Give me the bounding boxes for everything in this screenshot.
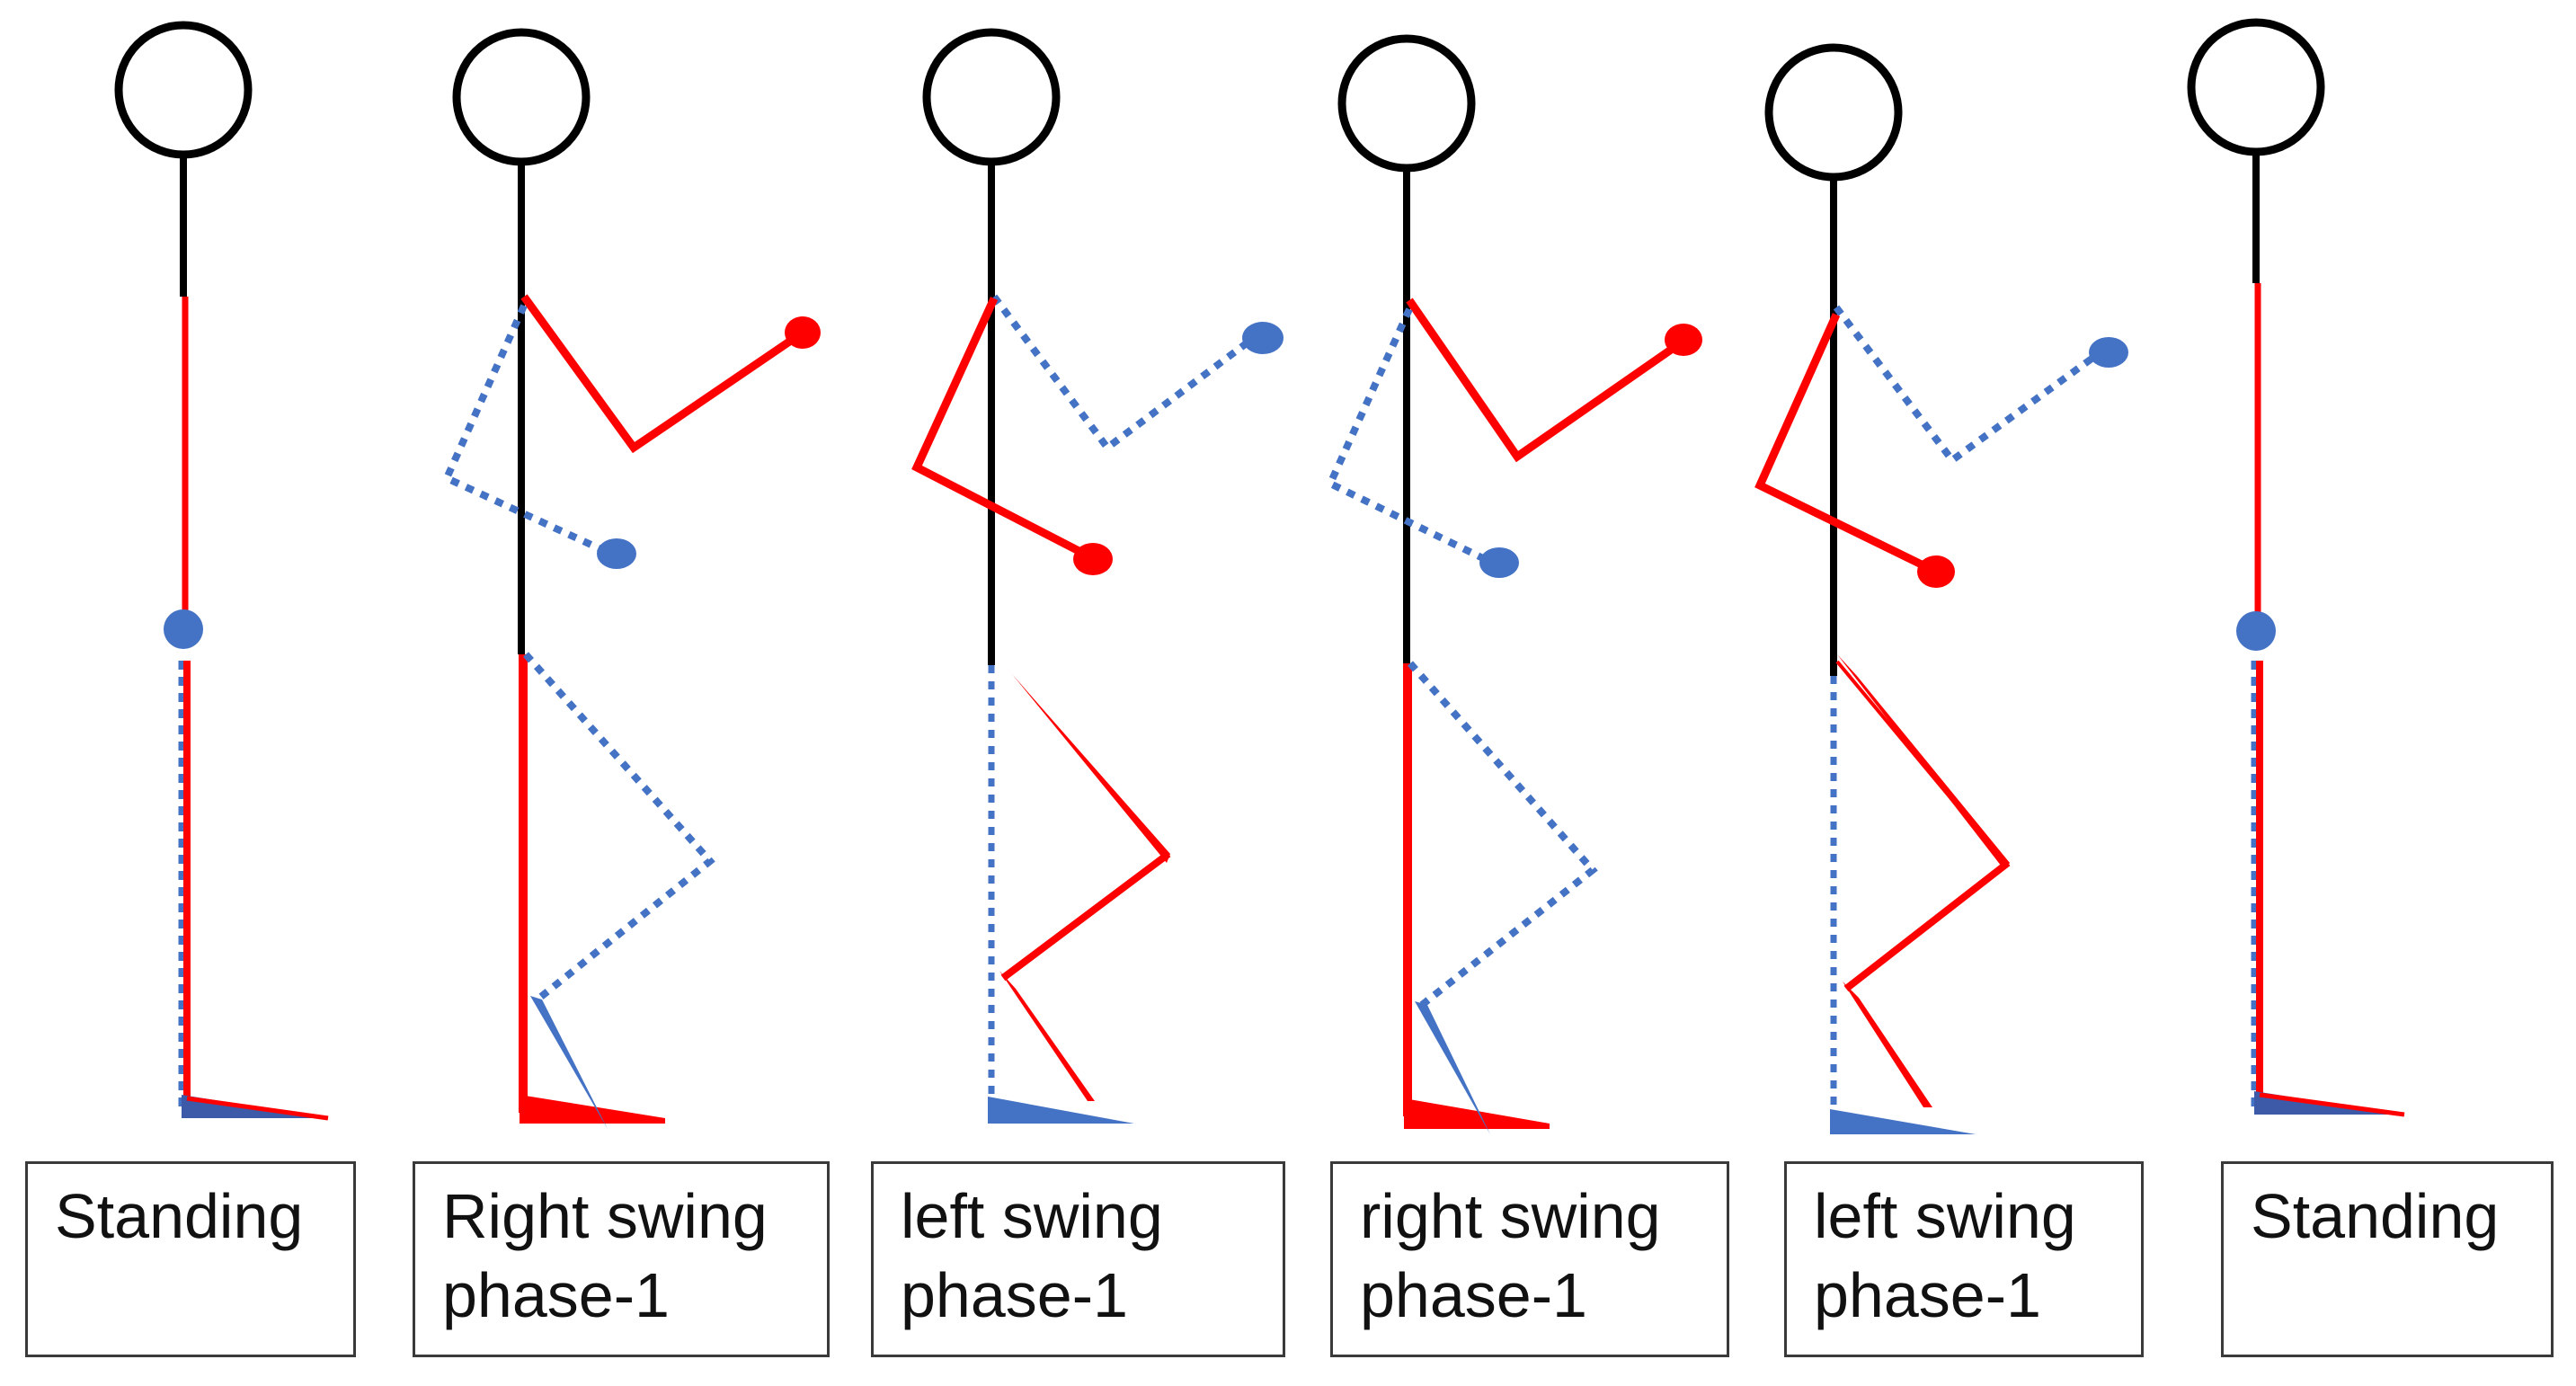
leg-blue-dotted: [523, 652, 715, 1003]
foot-red: [1404, 1098, 1550, 1129]
caption-right-swing-1: Right swing phase-1: [413, 1161, 830, 1357]
arm-blue-dotted: [1325, 307, 1490, 564]
hand-blue: [2089, 337, 2128, 368]
hand-blue: [164, 609, 203, 649]
caption-line-1: left swing: [1814, 1181, 2076, 1251]
hand-blue: [597, 538, 636, 569]
arm-blue-dotted: [990, 294, 1254, 453]
head: [114, 21, 253, 159]
caption-line-2: phase-1: [1814, 1260, 2041, 1330]
thigh-red: [996, 654, 1170, 863]
caption-left-swing-2: left swing phase-1: [1784, 1161, 2144, 1357]
caption-line-2: phase-1: [1360, 1260, 1587, 1330]
caption-line-1: left swing: [901, 1181, 1163, 1251]
caption-line-1: Standing: [55, 1181, 304, 1251]
figure-left-swing-1: [911, 28, 1284, 1124]
foot-red: [999, 971, 1095, 1101]
shin-red: [1843, 859, 2011, 992]
caption-line-2: phase-1: [901, 1260, 1128, 1330]
arm-red: [1406, 298, 1685, 463]
figure-left-swing-2: [1754, 43, 2128, 1134]
caption-line-1: Right swing: [442, 1181, 768, 1251]
caption-standing-2: Standing: [2221, 1161, 2554, 1357]
foot-red: [2259, 1092, 2405, 1117]
caption-right-swing-2: right swing phase-1: [1330, 1161, 1729, 1357]
hand-blue: [1479, 547, 1519, 578]
head: [2187, 18, 2325, 156]
hand-red: [1917, 555, 1955, 588]
hand-red: [1073, 543, 1113, 575]
figure-standing-1: [114, 21, 329, 1121]
head: [922, 28, 1061, 166]
foot-blue: [530, 996, 608, 1129]
caption-standing-1: Standing: [25, 1161, 356, 1357]
hand-blue: [2236, 611, 2276, 651]
caption-left-swing-1: left swing phase-1: [871, 1161, 1285, 1357]
foot-blue: [1830, 1109, 1976, 1134]
leg-blue-dotted: [1408, 661, 1598, 1008]
thigh-red-outline: [1835, 660, 2008, 866]
caption-line-1: Standing: [2251, 1181, 2500, 1251]
head: [452, 28, 591, 166]
foot-red: [186, 1096, 329, 1121]
foot-blue: [988, 1097, 1134, 1124]
head: [1337, 34, 1476, 173]
foot-red: [520, 1095, 665, 1124]
hand-blue: [1242, 322, 1284, 354]
figure-right-swing-2: [1325, 34, 1702, 1134]
arm-red: [520, 294, 805, 454]
figure-right-swing-1: [441, 28, 821, 1129]
head: [1764, 43, 1903, 182]
foot-red: [1843, 982, 1932, 1107]
hand-red: [785, 316, 821, 349]
figure-standing-2: [2187, 18, 2405, 1117]
arm-blue-dotted: [1833, 305, 2101, 466]
shin-red: [1000, 850, 1171, 982]
arm-red: [1754, 313, 1931, 573]
hand-red: [1665, 324, 1702, 356]
arm-blue-dotted: [441, 304, 608, 555]
arm-red: [911, 297, 1090, 559]
caption-line-1: right swing: [1360, 1181, 1661, 1251]
caption-line-2: phase-1: [442, 1260, 670, 1330]
foot-blue: [1415, 1001, 1490, 1134]
